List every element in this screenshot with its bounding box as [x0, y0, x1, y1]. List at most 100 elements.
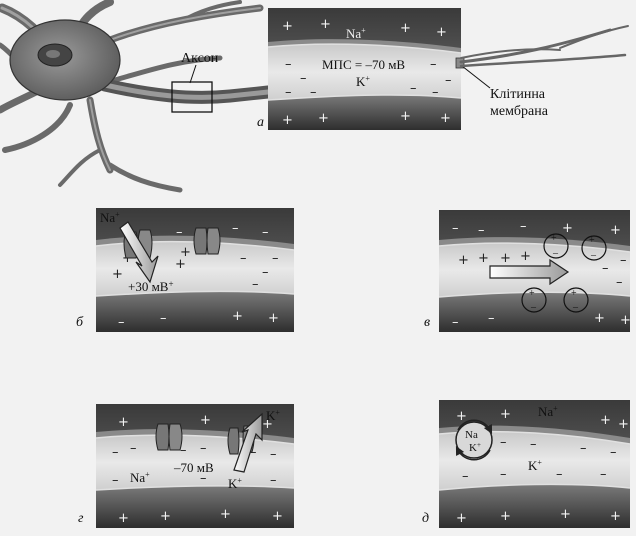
panel-g-voltage-label: –70 мВ: [173, 460, 214, 475]
svg-text:+: +: [232, 309, 243, 324]
panel-b: –– – ++ ++ –– –– –– ++ Na+ +30 мВ+ б: [76, 208, 295, 332]
svg-text:+: +: [610, 223, 621, 238]
svg-text:+: +: [500, 407, 511, 422]
svg-text:+: +: [118, 511, 129, 526]
pump-k-label: K+: [469, 441, 481, 454]
svg-text:–: –: [520, 219, 527, 234]
svg-text:+: +: [272, 509, 283, 524]
svg-text:+: +: [180, 245, 191, 260]
svg-text:–: –: [620, 253, 627, 268]
svg-text:–: –: [176, 225, 183, 240]
svg-text:–: –: [252, 277, 259, 292]
svg-text:–: –: [130, 441, 137, 456]
sodium-potassium-pump: Na K+: [455, 419, 493, 461]
svg-text:+: +: [594, 311, 605, 326]
svg-text:+: +: [200, 413, 211, 428]
svg-text:–: –: [285, 57, 292, 72]
svg-text:–: –: [180, 443, 187, 458]
svg-text:+: +: [520, 249, 531, 264]
svg-text:–: –: [262, 225, 269, 240]
svg-text:+: +: [440, 111, 451, 126]
svg-text:+: +: [282, 113, 293, 128]
svg-text:–: –: [478, 223, 485, 238]
svg-text:+: +: [112, 267, 123, 282]
svg-text:–: –: [285, 85, 292, 100]
svg-text:–: –: [310, 85, 317, 100]
potassium-efflux-arrow: [233, 412, 263, 473]
svg-text:–: –: [232, 221, 239, 236]
sodium-channel-closed: [193, 227, 221, 255]
svg-text:–: –: [488, 311, 495, 326]
svg-text:+: +: [400, 109, 411, 124]
panel-d-na-label: Na+: [538, 404, 558, 419]
panel-a-mps-label: МПС = –70 мВ: [322, 57, 405, 72]
svg-text:–: –: [160, 311, 167, 326]
svg-text:+: +: [160, 509, 171, 524]
sodium-influx-arrow: [119, 221, 159, 284]
sodium-channel-inactive: [155, 423, 183, 451]
svg-text:–: –: [430, 57, 437, 72]
svg-text:+: +: [118, 415, 129, 430]
svg-text:+: +: [268, 311, 279, 326]
panel-v-letter: в: [424, 315, 430, 330]
svg-text:–: –: [452, 221, 459, 236]
svg-text:+: +: [620, 313, 631, 328]
svg-text:–: –: [610, 445, 617, 460]
svg-text:+: +: [589, 235, 595, 246]
svg-text:–: –: [118, 315, 125, 330]
panel-g-k-top-label: K+: [266, 408, 280, 423]
svg-text:+: +: [610, 509, 621, 524]
svg-text:–: –: [200, 471, 207, 486]
svg-text:–: –: [602, 261, 609, 276]
svg-text:–: –: [270, 447, 277, 462]
svg-text:–: –: [272, 251, 279, 266]
svg-text:–: –: [552, 248, 559, 259]
panel-g-na-label: Na+: [130, 470, 150, 485]
svg-text:+: +: [456, 511, 467, 526]
svg-text:+: +: [500, 251, 511, 266]
svg-text:+: +: [500, 509, 511, 524]
loop-charges: +– +– +– +–: [529, 233, 597, 313]
zoom-box: [171, 81, 213, 113]
panel-d: ++ ++ –– –– –– –– ++ ++ Na K+ Na+ K+ д: [422, 400, 631, 528]
panel-d-charges: ++ ++ –– –– –– –– ++ ++: [456, 407, 629, 526]
svg-text:+: +: [551, 233, 557, 244]
panel-a: ++ ++ –– –– –– –– ++ ++ Na+ МПС = –70 мВ…: [257, 8, 549, 130]
panel-v-charges: –– –+ + ++ ++ –– – –– ++: [452, 219, 631, 330]
panel-b-na-label: Na+: [100, 210, 120, 225]
svg-text:+: +: [220, 507, 231, 522]
svg-text:–: –: [572, 302, 579, 313]
svg-text:+: +: [600, 413, 611, 428]
svg-text:–: –: [262, 265, 269, 280]
panel-a-charges: ++ ++ –– –– –– –– ++ ++: [282, 17, 452, 128]
svg-text:–: –: [580, 441, 587, 456]
svg-text:–: –: [462, 469, 469, 484]
svg-text:+: +: [456, 409, 467, 424]
svg-text:–: –: [240, 251, 247, 266]
svg-text:+: +: [175, 257, 186, 272]
svg-text:–: –: [410, 81, 417, 96]
panel-a-na-label: Na+: [346, 26, 366, 41]
panel-g: ++ + –– –– –– –– – ++ ++ K+ K+ Na+ –70 м…: [78, 404, 295, 528]
svg-text:+: +: [262, 417, 273, 432]
svg-text:–: –: [500, 467, 507, 482]
svg-text:+: +: [478, 251, 489, 266]
svg-text:–: –: [200, 441, 207, 456]
svg-text:+: +: [458, 253, 469, 268]
svg-text:–: –: [600, 467, 607, 482]
svg-text:–: –: [500, 435, 507, 450]
svg-text:+: +: [560, 507, 571, 522]
svg-text:+: +: [320, 17, 331, 32]
propagation-arrow: [489, 258, 570, 286]
svg-text:–: –: [530, 437, 537, 452]
membrane-label-line2: мембрана: [490, 104, 549, 119]
svg-text:–: –: [452, 315, 459, 330]
svg-text:–: –: [250, 445, 257, 460]
svg-text:–: –: [112, 445, 119, 460]
nerve-fibres: [459, 25, 629, 68]
svg-text:+: +: [400, 21, 411, 36]
svg-text:+: +: [562, 221, 573, 236]
panel-g-letter: г: [78, 511, 84, 526]
